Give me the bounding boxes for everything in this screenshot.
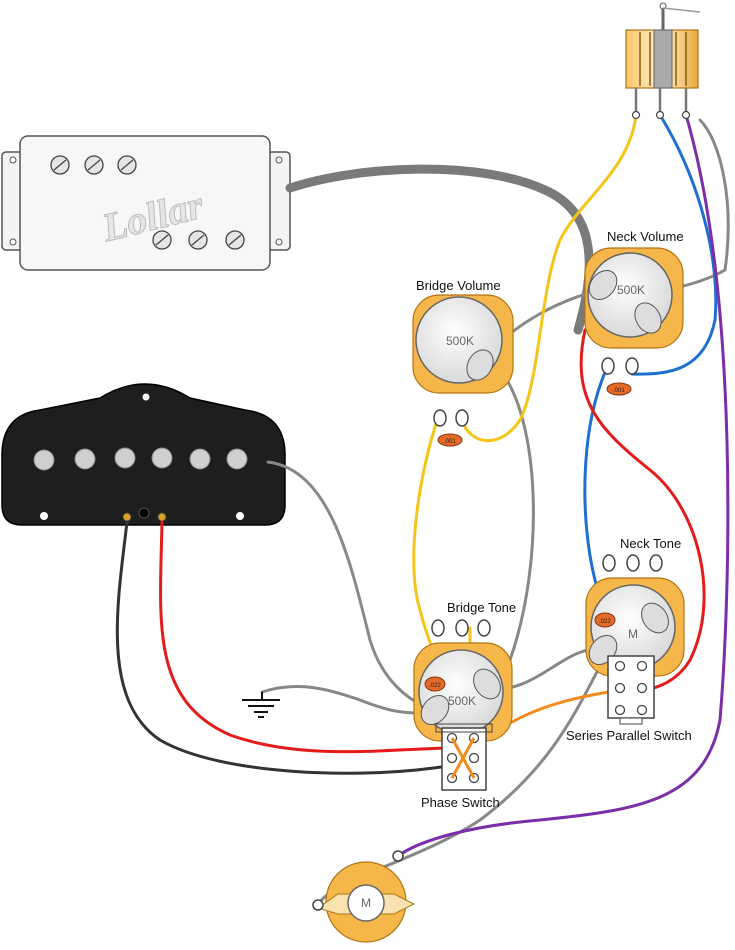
pole-screw-row-top xyxy=(50,155,137,175)
neck-tone-label: Neck Tone xyxy=(620,536,681,551)
wire-purple xyxy=(396,113,730,858)
bridge-volume-value: 500K xyxy=(446,334,474,348)
wire-red2 xyxy=(579,328,706,692)
ground-symbol-icon xyxy=(242,692,280,718)
neck-tone-pot: M .022 Neck Tone xyxy=(585,536,685,677)
bridge-pickup xyxy=(1,383,286,526)
bridge-tone-label: Bridge Tone xyxy=(447,600,516,615)
wire-grey3 xyxy=(260,685,434,715)
neck-tone-cap: .022 xyxy=(599,619,611,625)
pole-screw-row-bottom xyxy=(152,230,245,250)
input-jack xyxy=(625,2,701,120)
bridge-volume-lugs xyxy=(433,409,469,427)
bridge-tone-pot: 500K .022 Bridge Tone xyxy=(413,600,516,742)
bridge-tone-value: 500K xyxy=(448,694,476,708)
neck-volume-label: Neck Volume xyxy=(607,229,684,244)
bridge-pole-pieces xyxy=(33,447,248,471)
output-jack-label: M xyxy=(361,896,371,910)
bridge-volume-cap: .001 xyxy=(444,439,456,445)
neck-volume-pot: 500K .001 Neck Volume xyxy=(584,229,684,396)
wire-red1 xyxy=(159,520,448,754)
wire-black xyxy=(115,520,450,775)
bridge-tone-lugs xyxy=(431,619,491,637)
wire-yellow1 xyxy=(460,113,638,443)
neck-pickup: Lollar xyxy=(1,135,291,271)
neck-volume-cap: .001 xyxy=(613,388,625,394)
bridge-volume-pot: 500K .001 Bridge Volume xyxy=(412,278,514,447)
series-parallel-switch-label: Series Parallel Switch xyxy=(566,728,692,743)
output-jack-icon: M xyxy=(312,850,416,943)
neck-volume-value: 500K xyxy=(617,283,645,297)
series-parallel-switch: Series Parallel Switch xyxy=(566,655,692,743)
neck-tone-lugs xyxy=(602,554,663,572)
phase-switch-label: Phase Switch xyxy=(421,795,500,810)
phase-switch: Phase Switch xyxy=(421,723,500,810)
bridge-tone-cap: .022 xyxy=(429,683,441,689)
bridge-volume-label: Bridge Volume xyxy=(416,278,501,293)
wire-blue1 xyxy=(630,113,718,376)
wire-grey1 xyxy=(266,460,434,712)
neck-tone-value: M xyxy=(628,627,638,641)
neck-volume-lugs xyxy=(601,357,639,375)
